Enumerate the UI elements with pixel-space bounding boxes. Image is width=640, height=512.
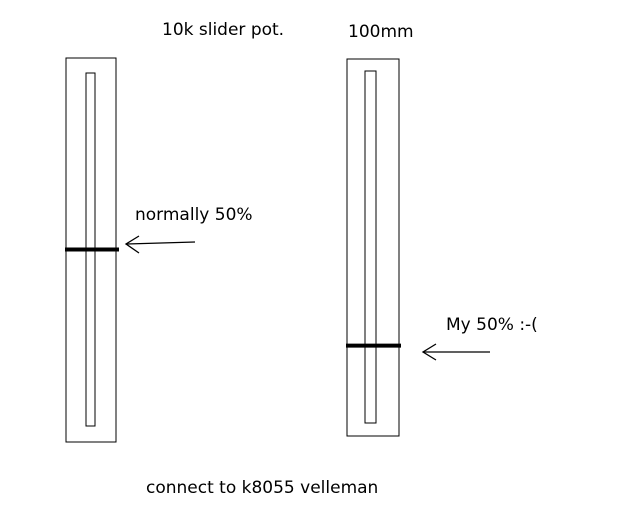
footer-label: connect to k8055 velleman [146,478,378,498]
length-label: 100mm [348,22,414,42]
arrow-right-icon [421,343,490,361]
slider-right-body [346,58,400,437]
arrow-left-icon [124,235,196,254]
slider-right: My 50% :-( [346,58,538,437]
slider-right-track [364,70,377,424]
slider-left-annotation: normally 50% [135,205,253,225]
slider-right-annotation: My 50% :-( [446,315,538,335]
title-label: 10k slider pot. [162,20,284,40]
slider-left: normally 50% [65,57,253,443]
